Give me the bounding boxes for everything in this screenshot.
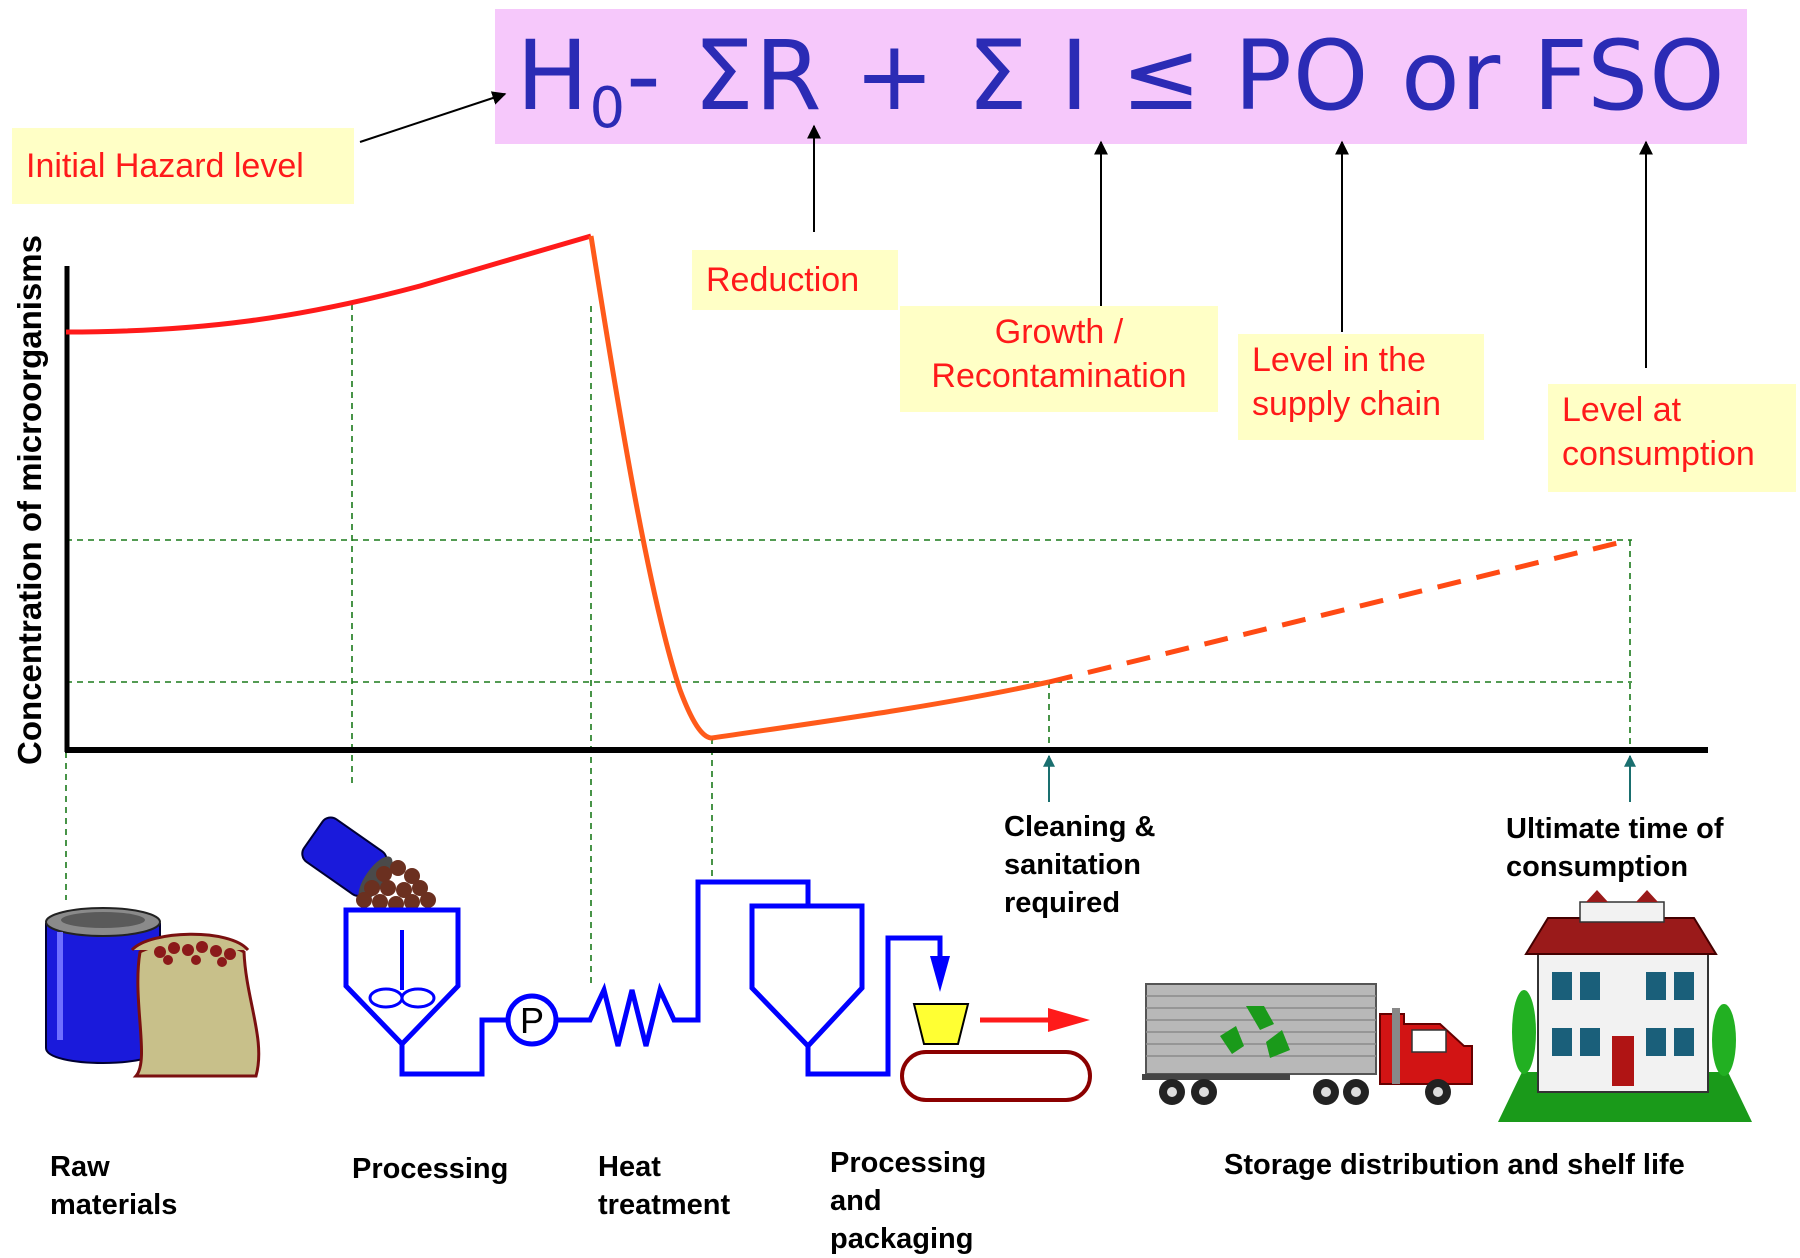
stage-storage: Storage distribution and shelf life bbox=[1224, 1149, 1685, 1181]
callout-growth: Growth / Recontamination bbox=[900, 306, 1218, 412]
callout-level-consumption: Level at consumption bbox=[1548, 384, 1796, 492]
curve-projected bbox=[1048, 537, 1631, 685]
curve-slow-growth bbox=[711, 679, 1050, 741]
packaging-illustration bbox=[900, 956, 1092, 1102]
house-icon bbox=[1498, 890, 1752, 1122]
stage-processing-packaging: Processing and packaging bbox=[830, 1147, 987, 1255]
hopper-icon bbox=[912, 1003, 970, 1045]
funnel-arrow-icon bbox=[930, 956, 950, 992]
formula-h: H bbox=[516, 20, 590, 132]
pump-label: P bbox=[520, 1000, 544, 1041]
recycle-icon bbox=[1220, 1006, 1290, 1058]
stage-heat-treatment: Heat treatment bbox=[598, 1151, 731, 1221]
curve-decline bbox=[588, 235, 713, 741]
callout-level-supply-chain: Level in the supply chain bbox=[1238, 334, 1484, 440]
separator-tank-icon bbox=[749, 903, 865, 1050]
callout-initial-hazard: Initial Hazard level bbox=[12, 128, 354, 204]
conveyor-direction-arrow-icon bbox=[1048, 1008, 1090, 1032]
stage-processing: Processing bbox=[352, 1153, 509, 1185]
annotation-cleaning: Cleaning & sanitation required bbox=[1004, 811, 1156, 919]
arrow-initial-hazard bbox=[359, 91, 507, 143]
raw-materials-illustration bbox=[45, 907, 261, 1078]
annotation-ultimate: Ultimate time of consumption bbox=[1506, 813, 1724, 883]
stage-raw-materials: Raw materials bbox=[50, 1151, 178, 1221]
callout-reduction: Reduction bbox=[692, 250, 898, 310]
curve-rise bbox=[65, 233, 592, 335]
formula-banner: H0- ΣR + Σ I ≤ PO or FSO bbox=[495, 9, 1747, 144]
guide-lines bbox=[65, 304, 1632, 984]
heat-treatment-illustration bbox=[556, 879, 943, 1077]
mixer-tank-icon bbox=[343, 907, 461, 1048]
heat-coil-icon bbox=[556, 879, 811, 1047]
truck-icon bbox=[1142, 983, 1473, 1105]
formula-subscript: 0 bbox=[589, 76, 627, 141]
formula-rest: - ΣR + Σ I ≤ PO or FSO bbox=[626, 20, 1726, 132]
conveyor-icon bbox=[900, 1050, 1092, 1102]
processing-illustration: P bbox=[301, 816, 559, 1077]
